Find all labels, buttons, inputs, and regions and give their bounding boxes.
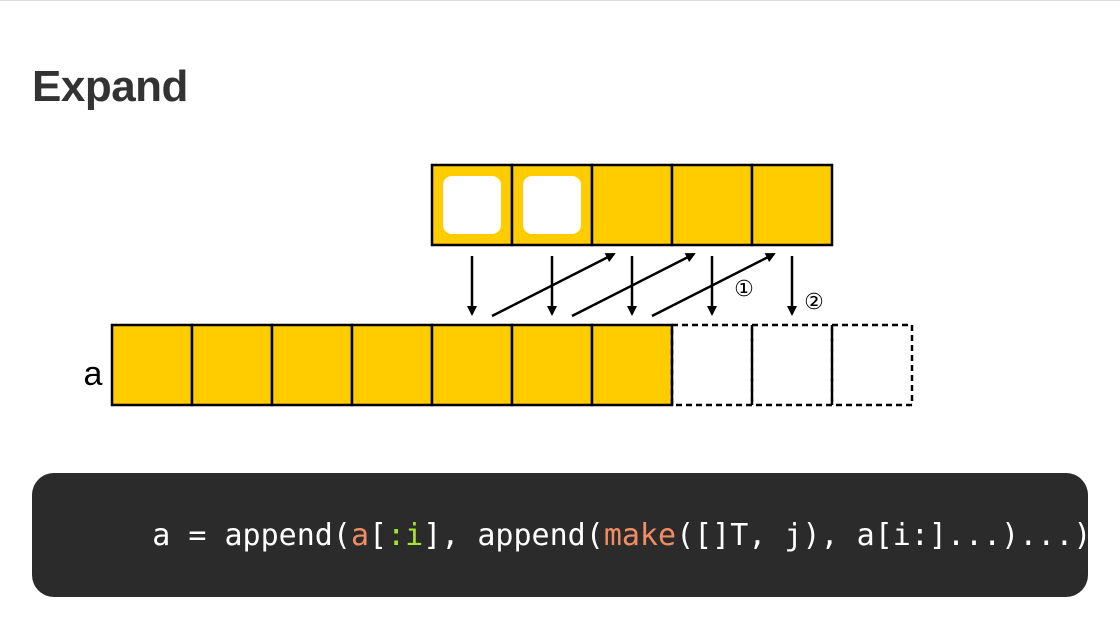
top-cell bbox=[750, 163, 834, 247]
top-cell bbox=[670, 163, 754, 247]
hollow-cell-inner bbox=[443, 176, 501, 234]
array-cell bbox=[350, 323, 434, 407]
array-cell bbox=[110, 323, 194, 407]
array-cell bbox=[430, 323, 514, 407]
code-line: a = append(a[:i], append(make([]T, j), a… bbox=[80, 483, 1088, 588]
copy-arrows bbox=[467, 252, 797, 318]
hollow-cell-inner bbox=[523, 176, 581, 234]
capacity-cell-dashed bbox=[750, 323, 834, 407]
code-token-index: :i bbox=[387, 517, 424, 553]
code-token-func: make bbox=[603, 517, 677, 553]
code-token: [ bbox=[369, 517, 388, 553]
capacity-cell-dashed bbox=[830, 323, 914, 407]
array-a-row bbox=[110, 323, 914, 407]
array-cell bbox=[270, 323, 354, 407]
capacity-cell-dashed bbox=[670, 323, 754, 407]
code-token-var: a bbox=[350, 517, 369, 553]
step-label-1: ① bbox=[734, 277, 754, 302]
inserted-slice-row bbox=[430, 163, 834, 247]
array-label-a: a bbox=[84, 355, 103, 393]
top-cell bbox=[590, 163, 674, 247]
code-token: ], append( bbox=[423, 517, 604, 553]
expand-diagram: a ① ② bbox=[84, 163, 914, 407]
page-title: Expand bbox=[32, 62, 188, 111]
shift-arrow bbox=[571, 252, 696, 318]
top-divider bbox=[0, 0, 1120, 1]
shift-arrow bbox=[491, 252, 616, 318]
array-cell bbox=[510, 323, 594, 407]
step-label-2: ② bbox=[804, 290, 824, 315]
array-cell bbox=[590, 323, 674, 407]
code-token: ([]T, j), a[i:]...)...) bbox=[676, 517, 1088, 553]
code-block: a = append(a[:i], append(make([]T, j), a… bbox=[32, 473, 1088, 597]
code-token: a = append( bbox=[152, 517, 351, 553]
array-cell bbox=[190, 323, 274, 407]
shift-arrow bbox=[651, 252, 776, 318]
